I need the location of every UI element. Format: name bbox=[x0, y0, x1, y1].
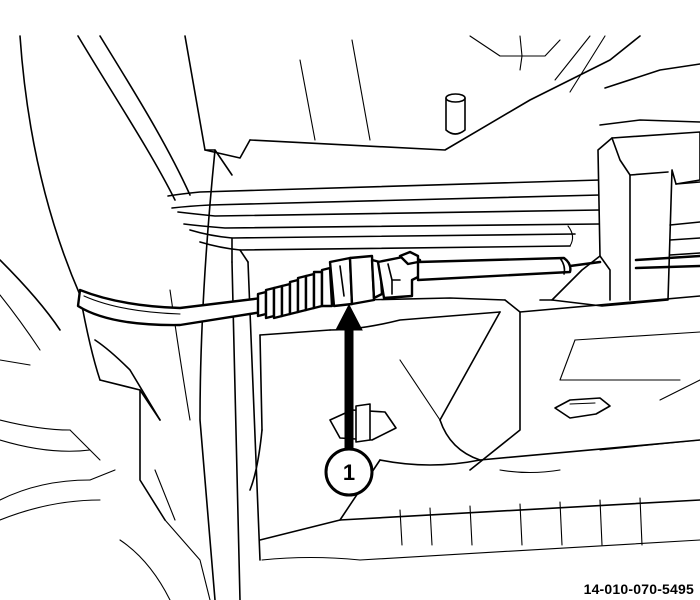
body-stud bbox=[445, 93, 466, 135]
floor-pan bbox=[77, 35, 700, 201]
wheel-well bbox=[0, 35, 216, 600]
quick-connector bbox=[320, 250, 602, 308]
crossmember-bracket bbox=[551, 131, 700, 307]
figure-id: 14-010-070-5495 bbox=[583, 581, 694, 597]
callout-number: 1 bbox=[343, 460, 355, 485]
brake-hose bbox=[76, 270, 324, 327]
callout-1: 1 bbox=[324, 447, 374, 497]
tank-clip bbox=[329, 403, 397, 443]
tank-slot bbox=[554, 397, 611, 419]
arrow-up-icon bbox=[335, 303, 363, 331]
fuel-tank bbox=[231, 261, 700, 600]
brake-lines bbox=[167, 179, 601, 263]
